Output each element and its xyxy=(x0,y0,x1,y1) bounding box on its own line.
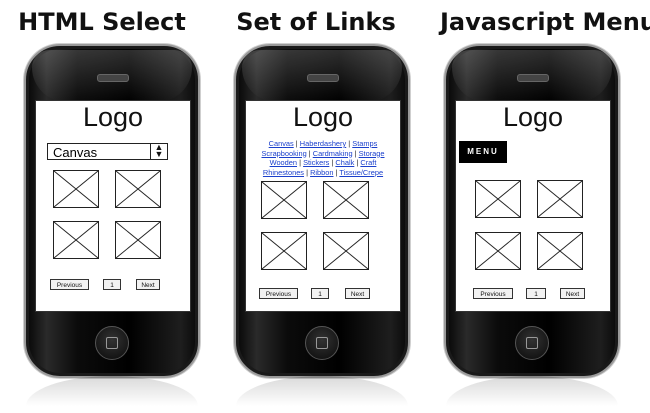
link-wooden[interactable]: Wooden xyxy=(269,158,298,167)
link-separator: | xyxy=(306,167,308,177)
speaker-icon xyxy=(97,74,129,82)
select-value: Canvas xyxy=(53,145,98,160)
phone-html-select: Logo Canvas ▲▼ Previous 1 Next xyxy=(24,44,200,378)
next-button[interactable]: Next xyxy=(345,288,370,299)
link-haberdashery[interactable]: Haberdashery xyxy=(299,139,347,148)
next-button[interactable]: Next xyxy=(136,279,160,290)
image-placeholder[interactable] xyxy=(115,221,161,259)
image-placeholder[interactable] xyxy=(53,221,99,259)
image-placeholder[interactable] xyxy=(475,232,521,270)
phone-screen: Logo Canvas | Haberdashery | Stamps Scra… xyxy=(245,100,401,312)
previous-button[interactable]: Previous xyxy=(50,279,89,290)
image-placeholder[interactable] xyxy=(261,232,307,270)
link-stickers[interactable]: Stickers xyxy=(303,158,330,167)
image-placeholder[interactable] xyxy=(261,181,307,219)
heading-javascript-menu: Javascript Menu xyxy=(440,8,650,36)
link-separator: | xyxy=(308,148,311,158)
page-number-button[interactable]: 1 xyxy=(103,279,121,290)
next-button[interactable]: Next xyxy=(560,288,585,299)
link-canvas[interactable]: Canvas xyxy=(268,139,294,148)
link-craft[interactable]: Craft xyxy=(360,158,377,167)
home-square-icon xyxy=(526,337,538,349)
menu-button[interactable]: MENU xyxy=(459,141,507,163)
image-placeholder[interactable] xyxy=(537,180,583,218)
heading-set-of-links: Set of Links xyxy=(236,8,396,36)
select-arrows-icon[interactable]: ▲▼ xyxy=(150,143,167,159)
image-placeholder[interactable] xyxy=(323,181,369,219)
page-number-button[interactable]: 1 xyxy=(311,288,329,299)
image-placeholder[interactable] xyxy=(475,180,521,218)
link-scrapbooking[interactable]: Scrapbooking xyxy=(261,148,307,158)
link-chalk[interactable]: Chalk xyxy=(335,158,355,167)
phone-screen: Logo Canvas ▲▼ Previous 1 Next xyxy=(35,100,191,312)
previous-button[interactable]: Previous xyxy=(473,288,513,299)
image-placeholder[interactable] xyxy=(115,170,161,208)
link-ribbin[interactable]: Ribbon xyxy=(310,167,334,177)
link-cardmaking[interactable]: Cardmaking xyxy=(312,148,353,158)
page-number-button[interactable]: 1 xyxy=(526,288,546,299)
phone-set-of-links: Logo Canvas | Haberdashery | Stamps Scra… xyxy=(234,44,410,378)
phone-javascript-menu: Logo MENU Previous 1 Next xyxy=(444,44,620,378)
link-separator: | xyxy=(299,158,301,167)
link-storage[interactable]: Storage xyxy=(358,148,385,158)
speaker-icon xyxy=(517,74,549,82)
home-square-icon xyxy=(106,337,118,349)
home-button[interactable] xyxy=(515,326,549,360)
previous-button[interactable]: Previous xyxy=(259,288,298,299)
image-placeholder[interactable] xyxy=(537,232,583,270)
link-separator: | xyxy=(348,139,351,148)
link-stamps[interactable]: Stamps xyxy=(352,139,378,148)
link-separator: | xyxy=(295,139,298,148)
home-square-icon xyxy=(316,337,328,349)
category-select[interactable]: Canvas ▲▼ xyxy=(47,143,168,160)
heading-html-select: HTML Select xyxy=(18,8,186,36)
logo: Logo xyxy=(292,102,354,132)
image-placeholder[interactable] xyxy=(323,232,369,270)
link-rhinestones[interactable]: Rhinestones xyxy=(262,167,305,177)
image-placeholder[interactable] xyxy=(53,170,99,208)
speaker-icon xyxy=(307,74,339,82)
phone-reflection xyxy=(26,376,198,406)
link-separator: | xyxy=(356,158,359,167)
link-tissue-crepe[interactable]: Tissue/Crepe xyxy=(339,167,384,177)
home-button[interactable] xyxy=(95,326,129,360)
home-button[interactable] xyxy=(305,326,339,360)
logo: Logo xyxy=(82,102,144,132)
link-separator: | xyxy=(335,167,338,177)
logo: Logo xyxy=(502,102,564,132)
phone-screen: Logo MENU Previous 1 Next xyxy=(455,100,611,312)
phone-reflection xyxy=(446,376,618,406)
phone-reflection xyxy=(236,376,408,406)
category-links: Canvas | Haberdashery | Stamps Scrapbook… xyxy=(252,139,394,177)
link-separator: | xyxy=(331,158,334,167)
link-separator: | xyxy=(354,148,357,158)
